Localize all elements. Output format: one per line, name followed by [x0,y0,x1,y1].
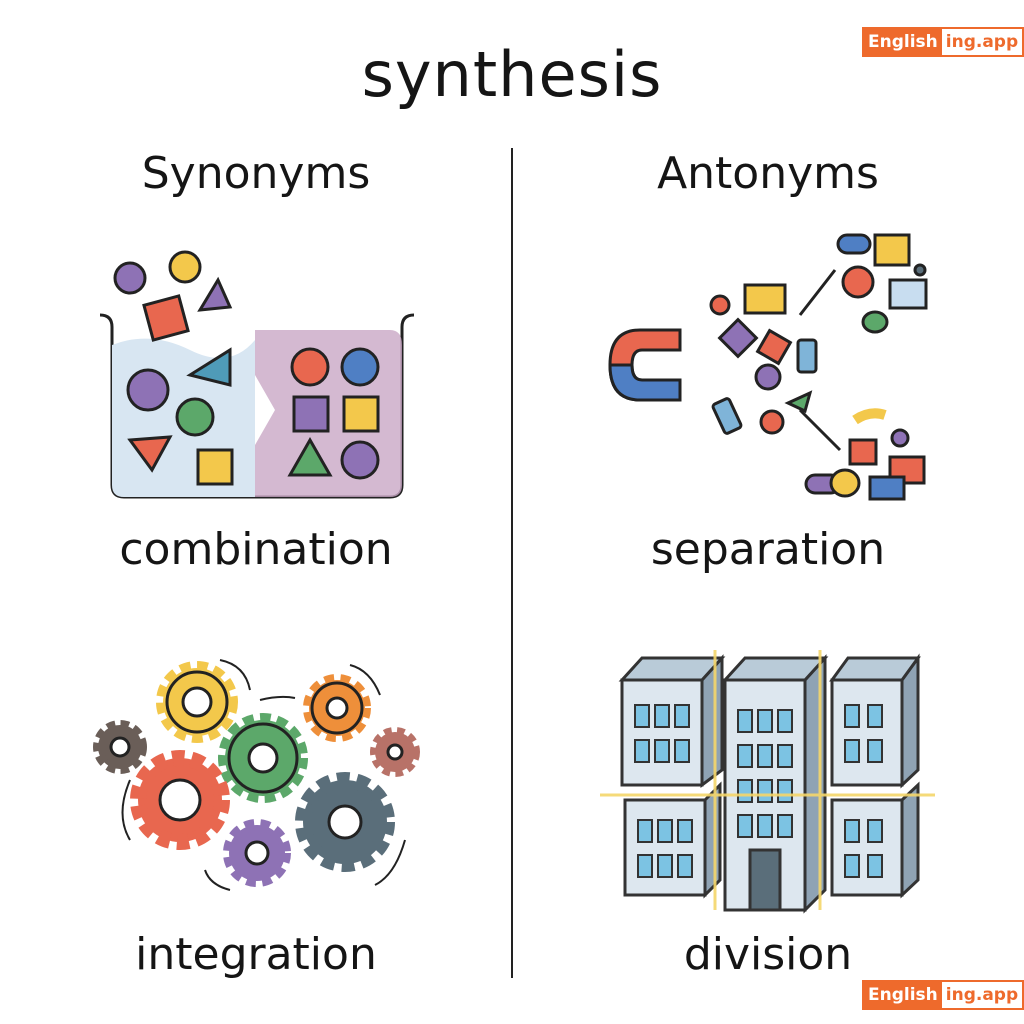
column-divider [511,148,513,978]
logo-text-ing-app: ing.app [941,29,1023,55]
antonym-division: division [683,929,853,980]
synonym-combination: combination [119,524,393,575]
brand-logo-bottom: English ing.app [862,980,1024,1010]
gear-icon [93,720,147,774]
synonyms-heading: Synonyms [141,148,371,199]
antonyms-heading: Antonyms [657,148,879,199]
division-illustration [600,650,935,914]
gear-icon [370,727,420,777]
gear-icon [303,674,371,742]
combination-illustration [99,250,415,499]
synonym-integration: integration [135,929,377,980]
brand-logo-top: English ing.app [862,27,1024,57]
logo-text-english: English [864,982,942,1008]
page-title: synthesis [361,38,663,111]
antonym-separation: separation [650,524,886,575]
integration-illustration [93,659,420,891]
gear-icon [218,713,308,803]
logo-text-english: English [864,29,942,55]
logo-text-ing-app: ing.app [941,982,1023,1008]
gear-icon [130,750,230,850]
gear-icon [295,772,395,872]
separation-illustration [608,233,928,501]
gear-icon [156,661,238,743]
gear-icon [223,819,291,887]
